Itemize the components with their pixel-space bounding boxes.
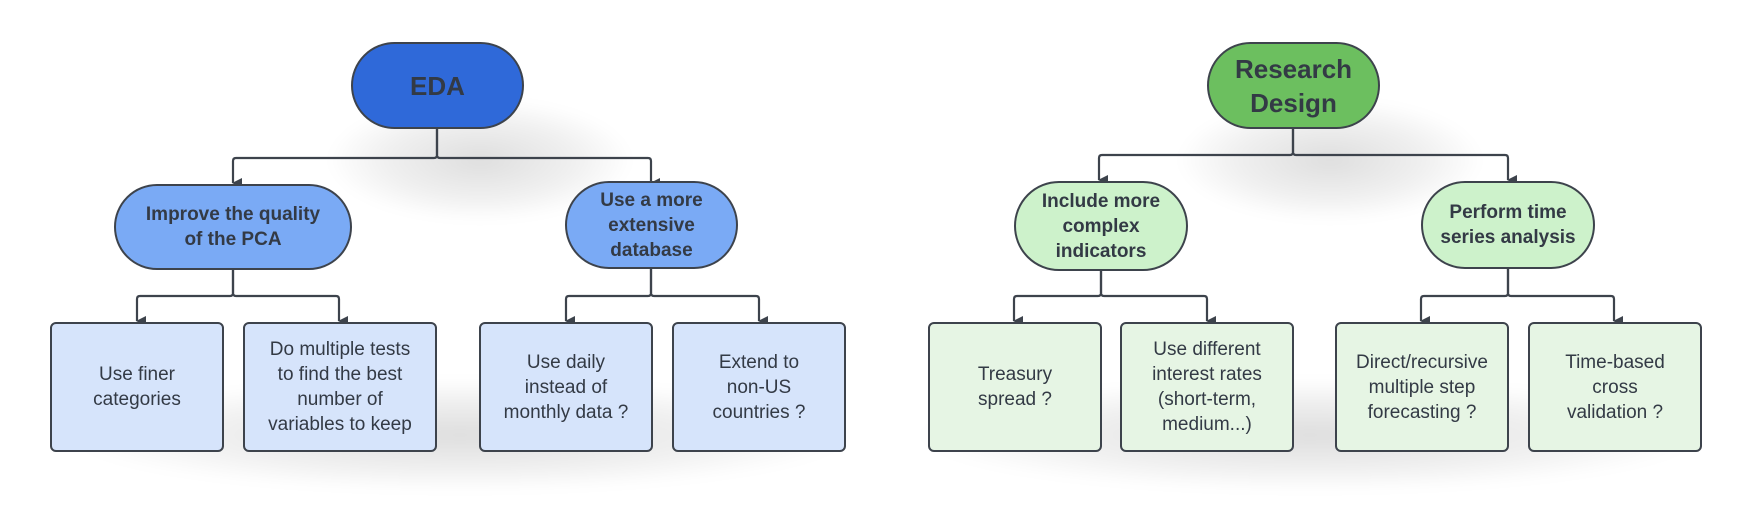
- non-us-node: Extend to non-US countries ?: [672, 322, 846, 452]
- multi-step-forecasting-label: Direct/recursive multiple step forecasti…: [1356, 351, 1488, 423]
- treasury-spread-node: Treasury spread ?: [928, 322, 1102, 452]
- treasury-spread-label: Treasury spread ?: [977, 364, 1053, 410]
- improve-pca-node: Improve the quality of the PCA: [114, 184, 352, 270]
- connector-timeseries-to-forecasting: [1419, 268, 1510, 326]
- connector-database-to-nonus: [649, 268, 768, 326]
- extensive-database-node: Use a more extensive database: [565, 181, 738, 269]
- cross-validation-node: Time-based cross validation ?: [1528, 322, 1702, 452]
- complex-indicators-node: Include more complex indicators: [1014, 181, 1188, 271]
- complex-indicators-label: Include more complex indicators: [1041, 190, 1161, 262]
- multiple-tests-label: Do multiple tests to find the best numbe…: [268, 339, 412, 435]
- connector-eda-to-pca: [231, 128, 439, 188]
- time-series-label: Perform time series analysis: [1440, 202, 1576, 248]
- eda-root-label: EDA: [410, 70, 465, 101]
- daily-data-label: Use daily instead of monthly data ?: [503, 351, 629, 423]
- daily-data-node: Use daily instead of monthly data ?: [479, 322, 653, 452]
- interest-rates-label: Use different interest rates (short-term…: [1152, 339, 1262, 435]
- finer-categories-node: Use finer categories: [50, 322, 224, 452]
- time-series-node: Perform time series analysis: [1421, 181, 1595, 269]
- eda-root-node: EDA: [351, 42, 524, 129]
- non-us-label: Extend to non-US countries ?: [712, 351, 806, 423]
- connector-indicators-to-rates: [1099, 268, 1216, 326]
- connector-rd-to-timeseries: [1291, 128, 1517, 185]
- finer-categories-label: Use finer categories: [93, 364, 181, 410]
- research-design-root-node: Research Design: [1207, 42, 1380, 129]
- interest-rates-node: Use different interest rates (short-term…: [1120, 322, 1294, 452]
- connector-timeseries-to-validation: [1506, 268, 1623, 326]
- multi-step-forecasting-node: Direct/recursive multiple step forecasti…: [1335, 322, 1509, 452]
- connector-rd-to-indicators: [1097, 128, 1295, 185]
- improve-pca-label: Improve the quality of the PCA: [145, 204, 321, 250]
- connector-pca-to-tests: [231, 268, 348, 326]
- connector-database-to-daily: [564, 268, 653, 326]
- extensive-database-label: Use a more extensive database: [600, 189, 703, 261]
- connector-pca-to-finer: [135, 268, 235, 326]
- research-design-root-label: Research Design: [1234, 53, 1353, 118]
- multiple-tests-node: Do multiple tests to find the best numbe…: [243, 322, 437, 452]
- cross-validation-label: Time-based cross validation ?: [1565, 351, 1665, 423]
- connector-indicators-to-treasury: [1012, 268, 1103, 326]
- connector-eda-to-database: [435, 128, 660, 188]
